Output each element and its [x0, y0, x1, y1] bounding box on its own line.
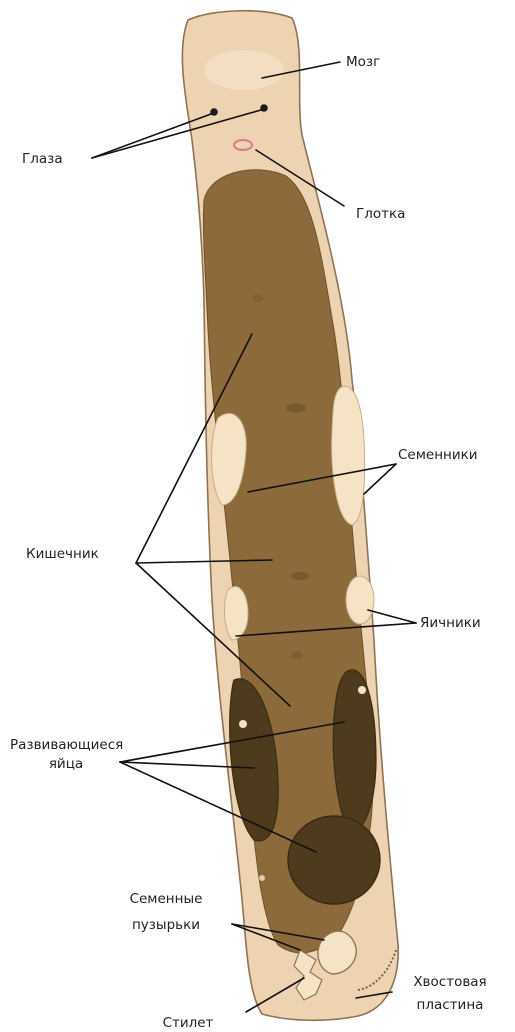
- label-ovaries: Яичники: [420, 615, 481, 631]
- leader-ovaries-b: [368, 610, 416, 623]
- egg-nucleus: [358, 686, 366, 694]
- egg-nucleus: [259, 875, 265, 881]
- egg-nucleus: [239, 720, 247, 728]
- ovary-right: [346, 576, 374, 624]
- egg-large: [288, 816, 380, 904]
- label-testes: Семенники: [398, 447, 478, 463]
- label-seminal-vesicles-2: пузырьки: [132, 917, 200, 933]
- label-eyes: Глаза: [22, 151, 63, 167]
- label-developing-eggs-1: Развивающиеся: [10, 737, 123, 753]
- label-developing-eggs-2: яйца: [49, 756, 83, 772]
- label-tail-plate-2: пластина: [417, 997, 484, 1013]
- label-stylet: Стилет: [163, 1015, 214, 1031]
- label-tail-plate-1: Хвостовая: [413, 974, 486, 990]
- intestine-mark: [286, 403, 306, 413]
- label-brain: Мозг: [346, 54, 380, 70]
- label-intestine: Кишечник: [26, 546, 99, 562]
- label-pharynx: Глотка: [356, 206, 405, 222]
- intestine-mark: [291, 651, 303, 659]
- intestine-mark: [291, 572, 309, 580]
- intestine-mark: [253, 294, 263, 302]
- label-seminal-vesicles-1: Семенные: [130, 891, 203, 907]
- head-highlight: [204, 50, 284, 90]
